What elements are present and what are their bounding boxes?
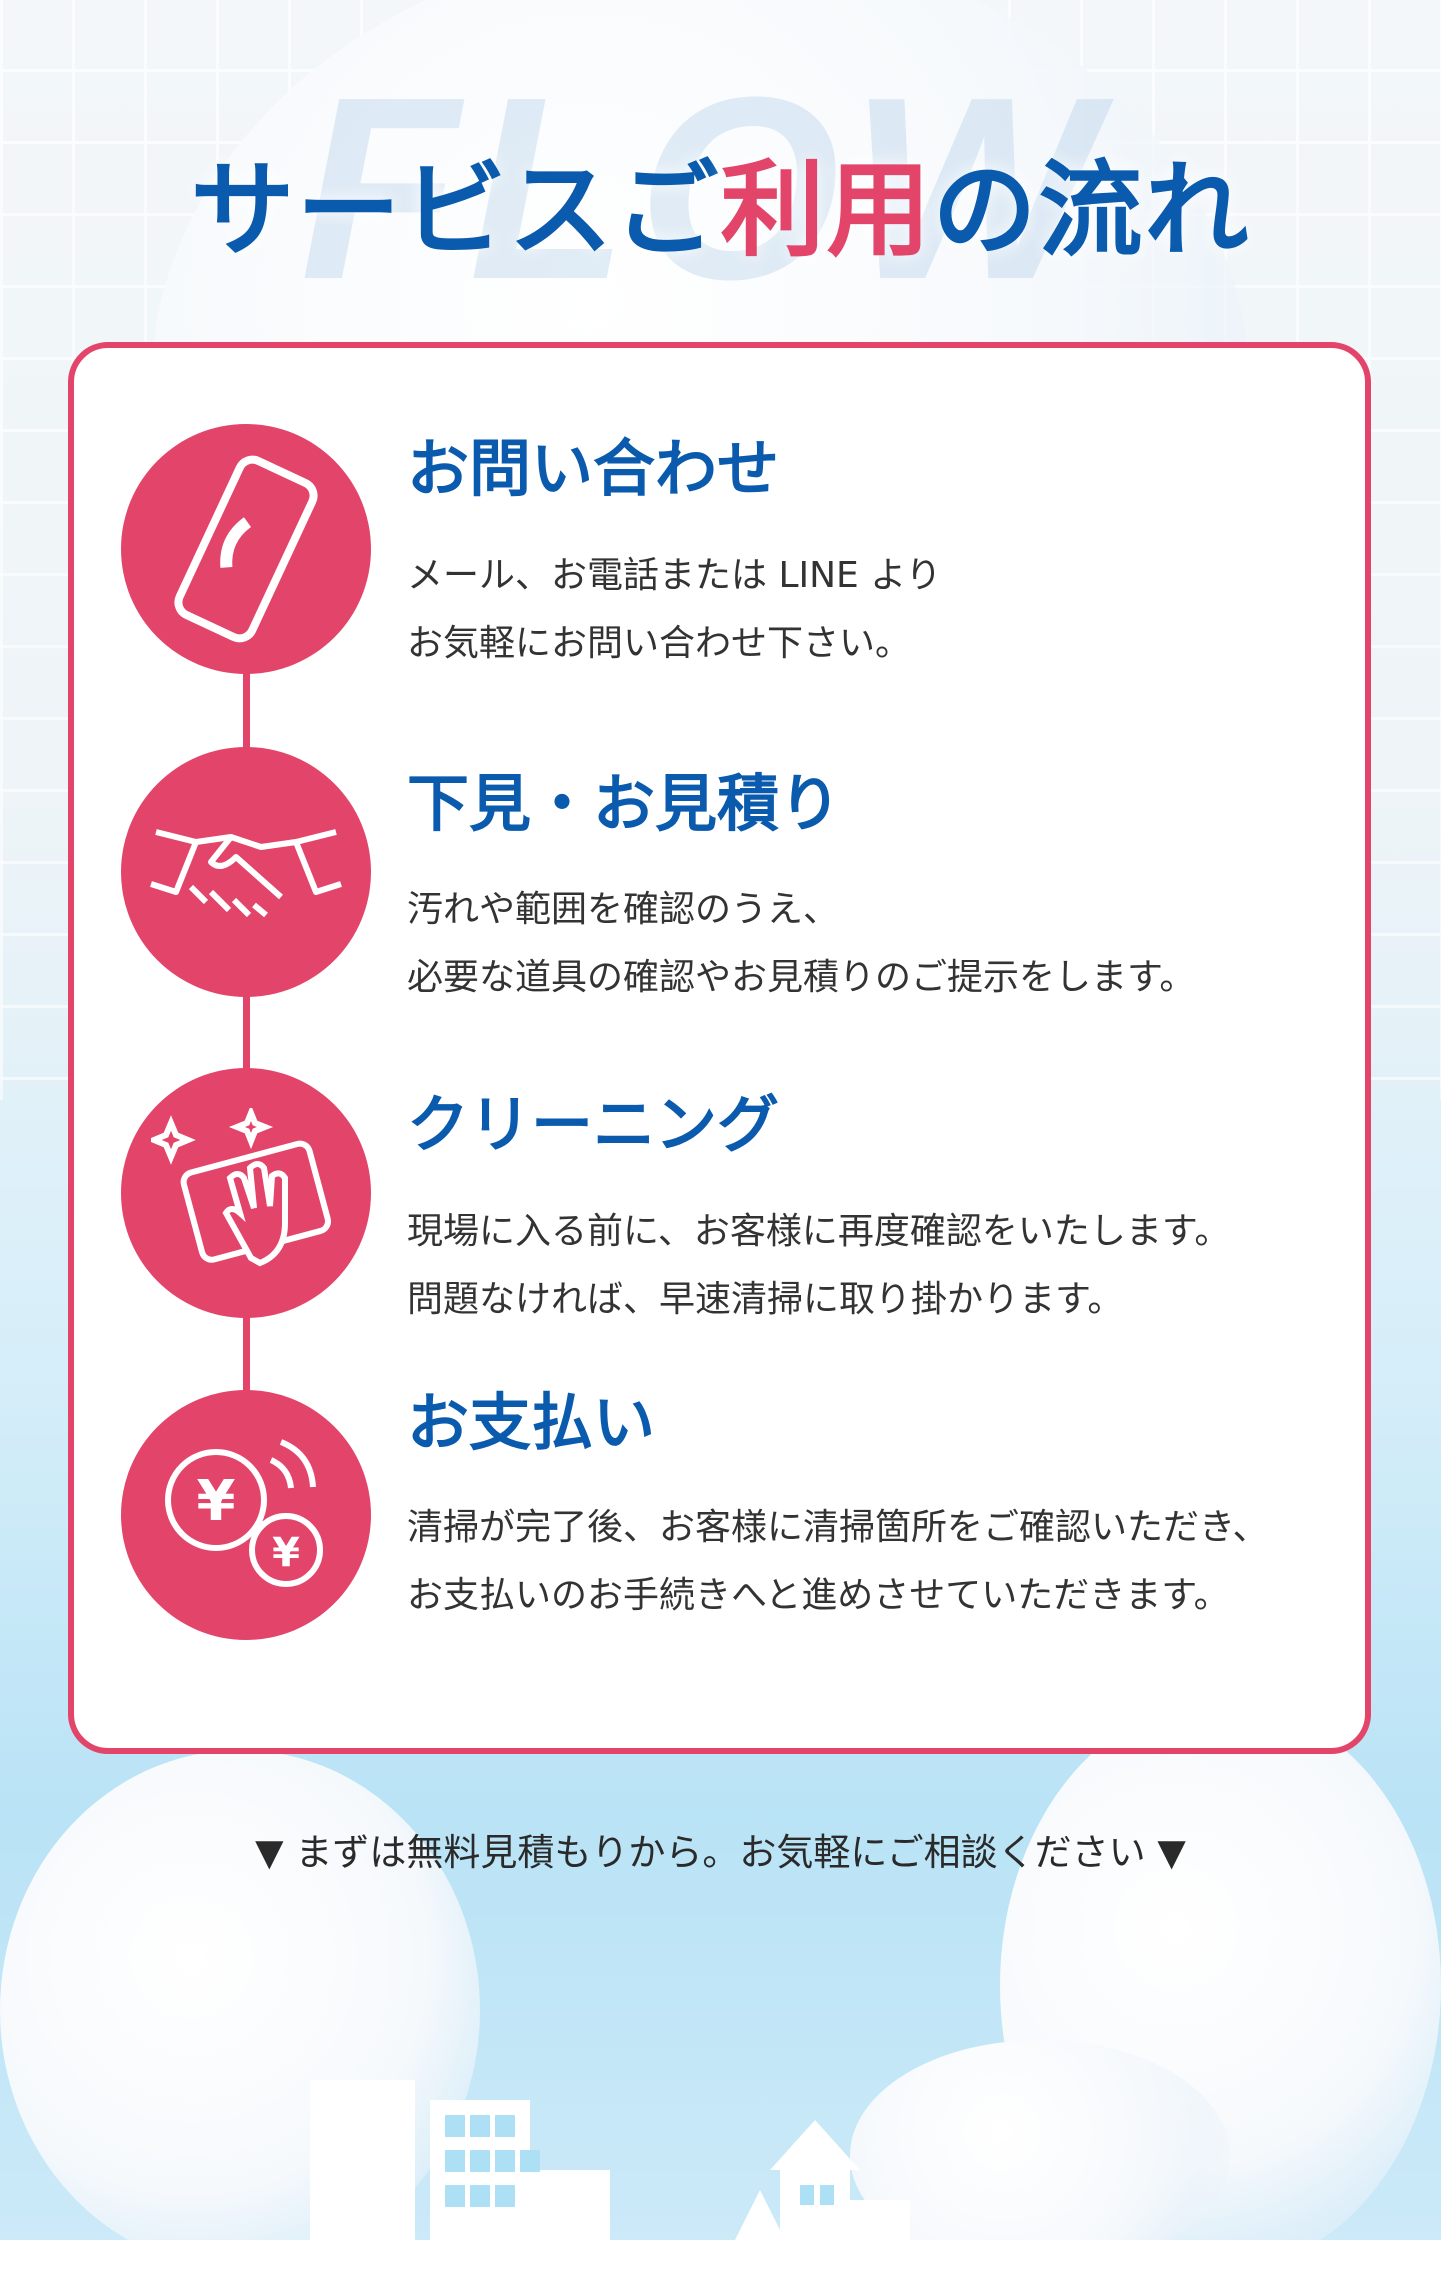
- step-description: 汚れや範囲を確認のうえ、必要な道具の確認やお見積りのご提示をします。: [407, 889, 1196, 998]
- step-description: 清掃が完了後、お客様に清掃箇所をご確認いただき、お支払いのお手続きへと進めさせて…: [407, 1507, 1269, 1616]
- step-description: メール、お電話または LINE よりお気軽にお問い合わせ下さい。: [407, 555, 942, 664]
- background-word: FLOW: [300, 44, 1106, 334]
- svg-text:¥: ¥: [272, 1530, 300, 1576]
- smartphone-call-icon: [121, 424, 371, 674]
- step-title: お問い合わせ: [407, 432, 780, 505]
- step-title: クリーニング: [407, 1088, 780, 1161]
- city-silhouette: [0, 2080, 1441, 2271]
- svg-text:¥: ¥: [197, 1469, 236, 1534]
- step-title: お支払い: [407, 1386, 656, 1459]
- page-title: サービスご利用の流れ: [190, 149, 1251, 271]
- cleaning-wipe-icon: [121, 1068, 371, 1318]
- triangle-down-icon: ▼: [255, 1831, 284, 1874]
- connector-line: [243, 600, 250, 1520]
- step-description: 現場に入る前に、お客様に再度確認をいたします。問題なければ、早速清掃に取り掛かり…: [407, 1211, 1231, 1320]
- triangle-down-icon: ▼: [1157, 1831, 1186, 1874]
- step-title: 下見・お見積り: [407, 767, 842, 840]
- cta-text: ▼ まずは無料見積もりから。お気軽にご相談ください ▼: [255, 1831, 1186, 1874]
- yen-coins-icon: ¥¥: [121, 1390, 371, 1640]
- handshake-icon: [121, 747, 371, 997]
- cloud-decoration: [850, 2040, 1230, 2271]
